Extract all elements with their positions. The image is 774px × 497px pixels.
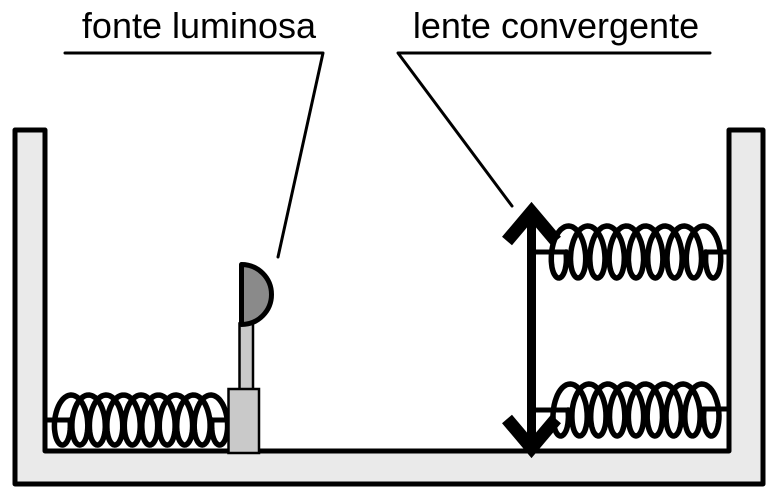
light-source-stem [238, 322, 255, 391]
light-source-lamp [239, 262, 274, 327]
light-source-base [227, 387, 261, 455]
light-source-leader-line [63, 51, 325, 259]
bottom-right-spring-coil [550, 381, 722, 439]
lens-arrow-head-top [502, 201, 561, 246]
trough-container [12, 127, 766, 487]
lens-arrow [502, 201, 561, 459]
lens-label: lente convergente [413, 5, 699, 46]
lens-arrow-head-bottom [502, 414, 561, 459]
top-right-spring-coil [548, 223, 724, 281]
light-source-label: fonte luminosa [82, 5, 317, 46]
left-spring-coil [51, 392, 231, 448]
lens-leader-line [396, 51, 712, 208]
